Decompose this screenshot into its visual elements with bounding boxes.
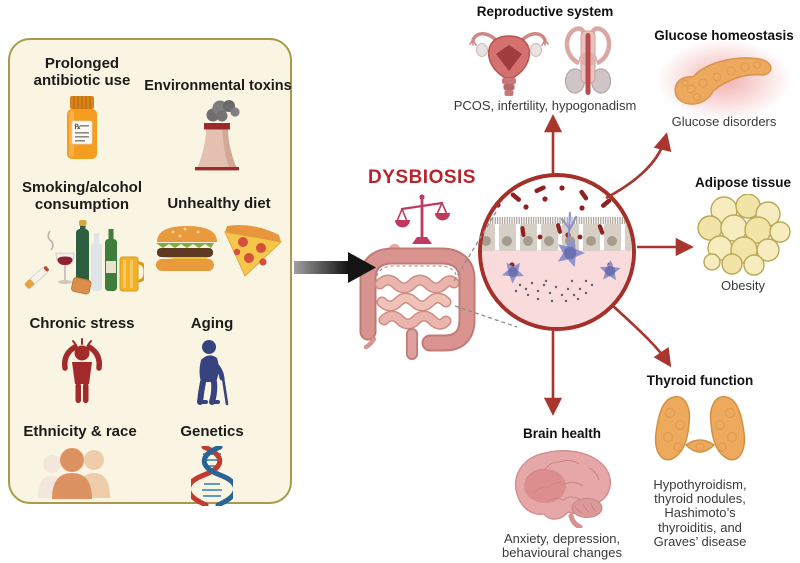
factor-aging: Aging [156, 315, 268, 406]
organ-caption: Anxiety, depression, behavioural changes [502, 530, 622, 561]
dysbiosis-title: DYSBIOSIS [368, 167, 476, 188]
factor-genetics: Genetics [154, 423, 270, 506]
epithelial-cells [482, 217, 632, 251]
adipose-cells-icon [694, 193, 792, 276]
immune-cells [501, 211, 621, 284]
organ-caption: Hypothyroidism, thyroid nodules, Hashimo… [653, 476, 747, 550]
pancreas-icon [667, 49, 779, 111]
intestine-icon [350, 242, 482, 360]
outcome-glucose-homeostasis: Glucose homeostasis Glucose disorders [648, 28, 800, 129]
people-icon [36, 446, 124, 500]
factor-environmental-toxins: Environmental toxins [142, 78, 294, 173]
factor-label: Environmental toxins [144, 78, 292, 94]
fast-food-icon [153, 218, 285, 280]
smoking-alcohol-icon [20, 219, 144, 299]
dna-icon [191, 445, 233, 506]
factor-label: Genetics [180, 423, 244, 440]
factor-label: Chronic stress [29, 315, 135, 332]
male-reproductive-icon [555, 23, 621, 97]
factor-antibiotics: Prolonged antibiotic use ℞ [20, 55, 144, 161]
secreted-granules [514, 279, 594, 303]
outcome-thyroid-function: Thyroid function Hypothyroidism, thyroid… [638, 373, 762, 550]
gut-barrier-magnified-view [478, 173, 636, 331]
factor-smoking-alcohol: Smoking/alcohol consumption [14, 179, 150, 299]
factor-label: Ethnicity & race [23, 423, 137, 440]
organ-title: Reproductive system [476, 4, 614, 19]
arrow-to-glucose [605, 132, 672, 200]
risk-factors-panel: Prolonged antibiotic use ℞ Environmental… [8, 38, 294, 506]
organ-title: Brain health [522, 426, 601, 441]
organ-caption: PCOS, infertility, hypogonadism [453, 97, 637, 113]
unbalanced-scales-icon [394, 192, 450, 246]
stressed-person-icon [55, 337, 109, 404]
factory-icon [189, 99, 247, 173]
uterus-icon [469, 23, 549, 97]
factor-chronic-stress: Chronic stress [22, 315, 142, 404]
elderly-person-icon [188, 338, 236, 406]
organ-title: Thyroid function [646, 373, 754, 388]
outcome-reproductive-system: Reproductive system [445, 4, 645, 113]
factor-unhealthy-diet: Unhealthy diet [146, 195, 292, 280]
organ-caption: Obesity [720, 277, 766, 293]
outcome-brain-health: Brain health Anxiety, depression, behavi… [492, 426, 632, 561]
thyroid-icon [652, 393, 748, 473]
outcome-adipose-tissue: Adipose tissue [690, 175, 796, 293]
bacteria [495, 185, 622, 268]
factor-label: Aging [190, 315, 234, 332]
factor-label: Unhealthy diet [167, 195, 271, 212]
brain-icon [503, 444, 621, 528]
svg-text:℞: ℞ [75, 123, 82, 131]
pill-bottle-icon: ℞ [59, 95, 105, 161]
factor-ethnicity-race: Ethnicity & race [18, 423, 142, 500]
arrow-to-thyroid [612, 305, 672, 368]
factor-label: Prolonged antibiotic use [33, 55, 131, 89]
factor-label: Smoking/alcohol consumption [21, 179, 142, 213]
organ-title: Adipose tissue [694, 175, 792, 190]
